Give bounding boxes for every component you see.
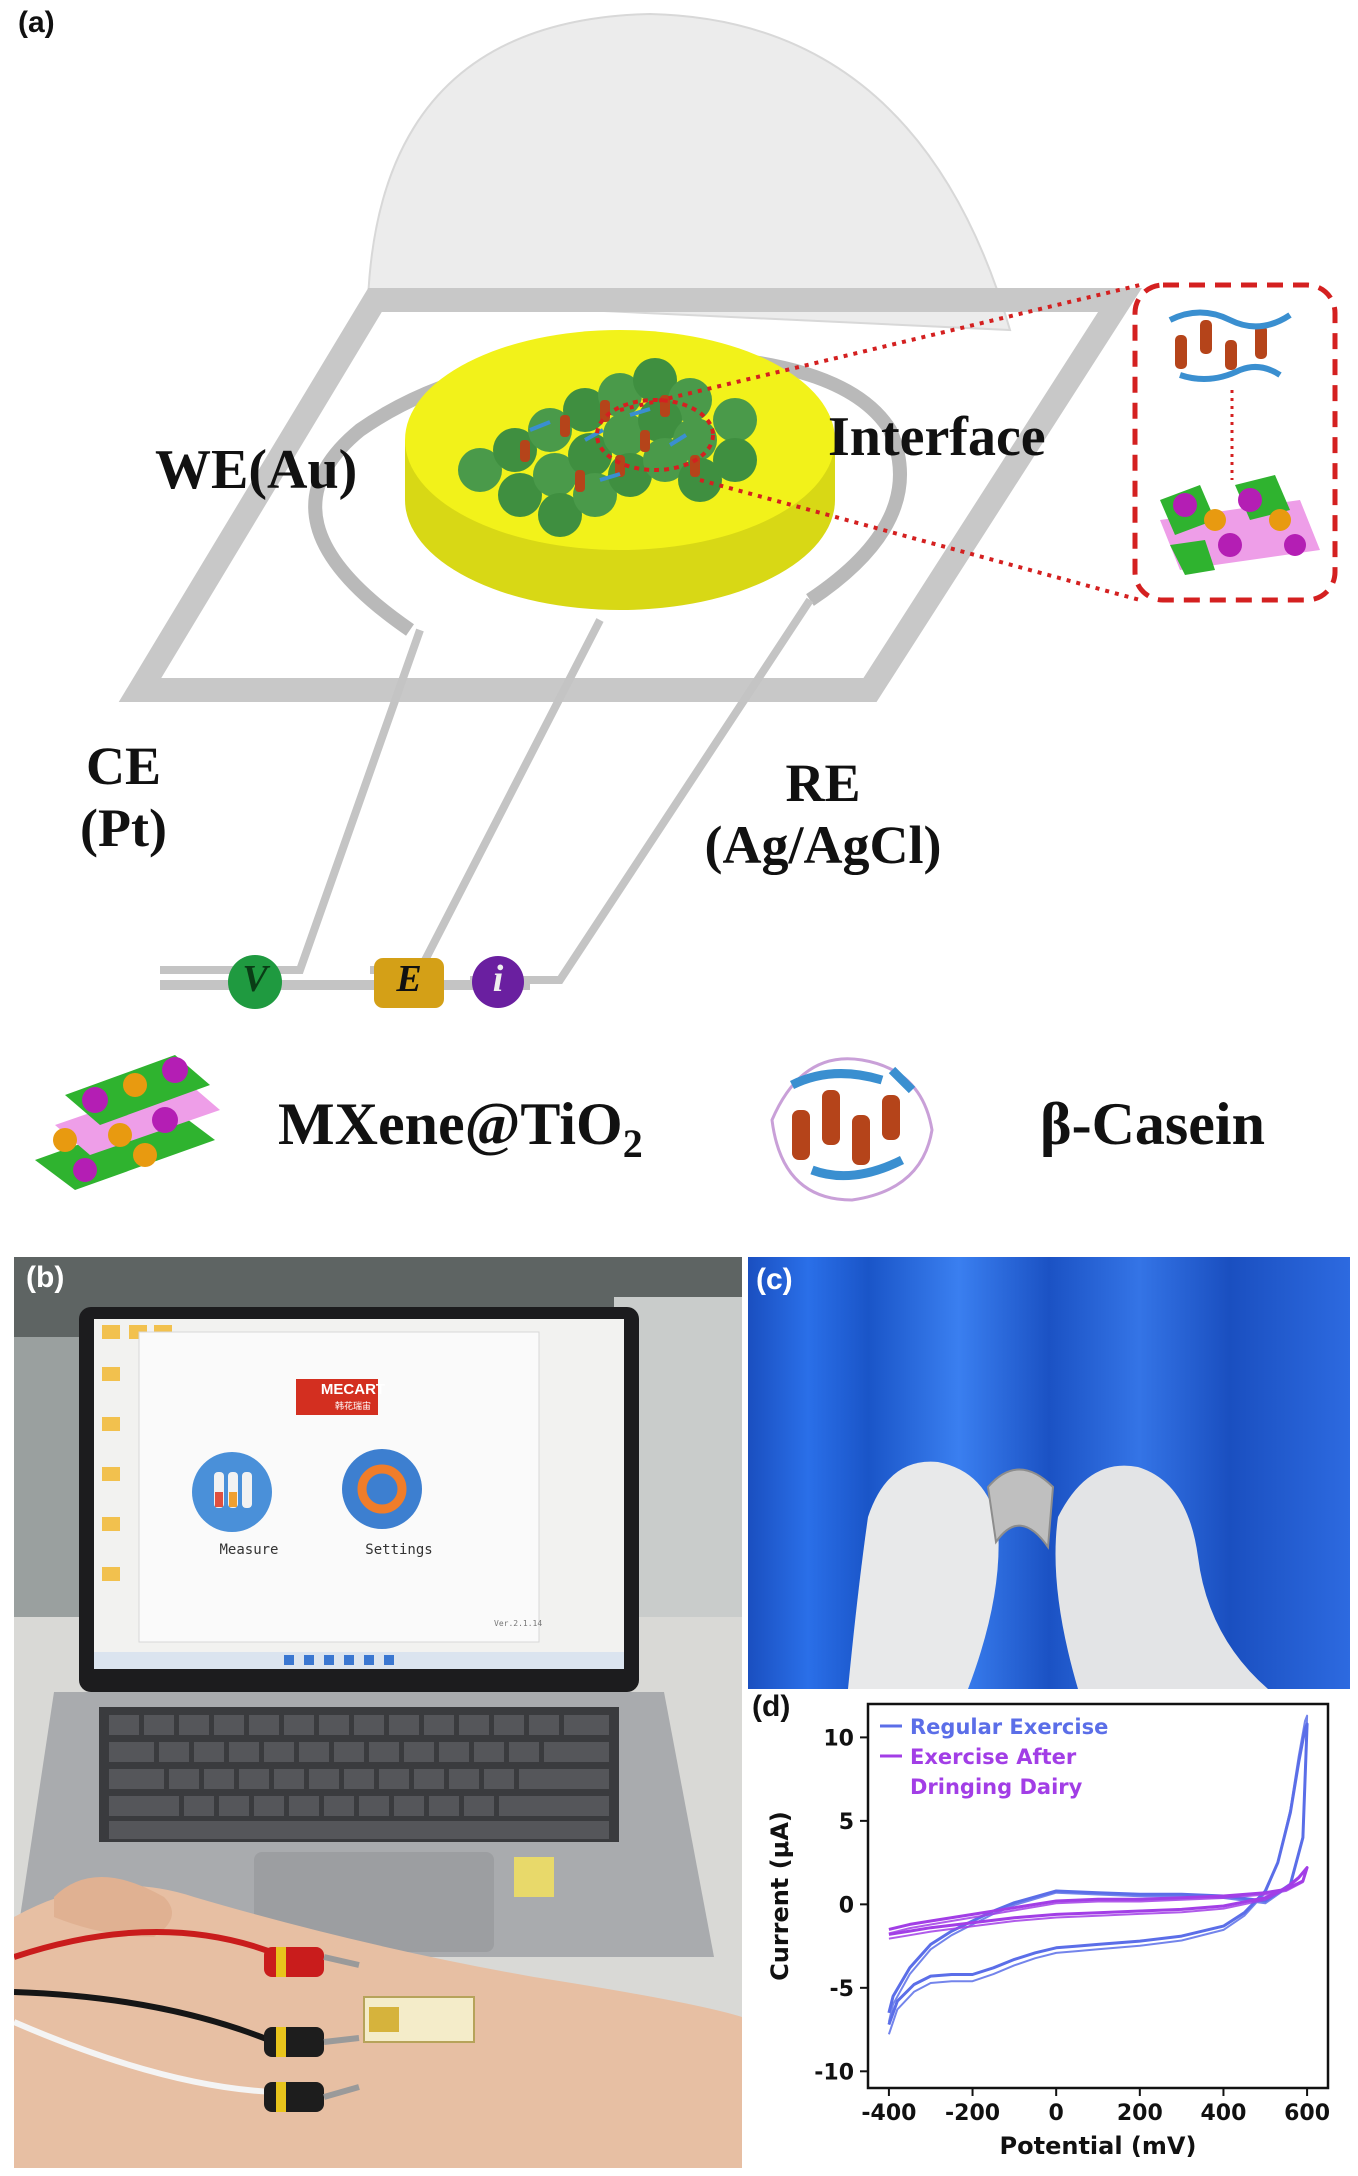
interface-zoom-box [1132, 282, 1338, 603]
x-axis-label: Potential (mV) [1000, 2132, 1197, 2160]
substrate-frame [118, 288, 1142, 702]
legend-label-cont: Dringing Dairy [910, 1775, 1083, 1799]
panel-b-label: (b) [26, 1261, 65, 1294]
casein-legend-icon [770, 1057, 934, 1202]
flexible-sensor [986, 1468, 1055, 1550]
black-wire [14, 1989, 276, 2045]
zoom-mxene [1160, 475, 1320, 575]
app-logo-subtext: 韩花瑞宙 [334, 1402, 371, 1412]
y-axis-label: Current (μA) [766, 1811, 794, 1981]
x-tick-label: -200 [945, 2101, 1000, 2126]
circuit-v-label: V [242, 958, 268, 1000]
mxene-legend-text: MXene@TiO [278, 1091, 623, 1157]
re-label: RE (Ag/AgCl) [678, 752, 968, 876]
circuit-node-v [228, 955, 282, 1009]
electrode-schematic [118, 12, 1338, 1009]
alligator-clips [264, 1947, 360, 2112]
thumb [54, 1877, 172, 1937]
series-line-regular-exercise [887, 1722, 1309, 2026]
app-settings-label: Settings [365, 1542, 433, 1558]
legend-label: Regular Exercise [910, 1715, 1108, 1739]
x-tick-label: 200 [1117, 2101, 1163, 2126]
zoom-protein [1168, 309, 1292, 382]
panel-c-photo: (c) [748, 1257, 1350, 1689]
sticker [514, 1857, 554, 1897]
mxene-legend-label: MXene@TiO2 [278, 1090, 643, 1167]
circuit-node-i [472, 956, 524, 1008]
series-line-cycle2-exercise-after-dairy [888, 1866, 1309, 1940]
circuit-i-label: i [492, 958, 504, 1000]
zoom-region [595, 398, 715, 472]
circuit-e-label: E [396, 958, 422, 1000]
panel-d-label: (d) [752, 1690, 791, 1723]
settings-icon-circle [342, 1449, 422, 1529]
panel-c-label: (c) [756, 1263, 793, 1296]
we-label: WE(Au) [155, 439, 358, 501]
panel-b-scene [14, 1257, 742, 2168]
panel-c-scene [748, 1257, 1350, 1689]
panel-b-photo: (b) MECART 韩花瑞宙 Measure Settings Ver.2.1… [14, 1257, 742, 2168]
panel-a-label: (a) [18, 6, 55, 39]
x-tick-label: 400 [1200, 2101, 1246, 2126]
droplet-dome [366, 12, 1012, 332]
y-tick-label: -5 [830, 1977, 854, 2002]
y-tick-label: -10 [814, 2060, 854, 2085]
trackpad [254, 1852, 494, 1952]
mxene-legend-icon [35, 1055, 220, 1190]
x-tick-label: 600 [1284, 2101, 1330, 2126]
app-logo-badge [296, 1379, 378, 1415]
ce-label-line1: CE [85, 736, 161, 796]
interface-label: Interface [828, 406, 1046, 468]
right-gloved-finger [1055, 1465, 1268, 1689]
x-tick-label: -400 [861, 2101, 916, 2126]
y-tick-label: 10 [823, 1726, 854, 1751]
white-wire [14, 2019, 275, 2095]
lead-ce [160, 628, 424, 974]
red-wire [14, 1929, 286, 1960]
app-version-label: Ver.2.1.14 [494, 1619, 543, 1628]
casein-legend-label: β-Casein [1040, 1091, 1265, 1157]
ce-label: CE (Pt) [80, 735, 167, 859]
x-tick-label: 0 [1049, 2101, 1064, 2126]
mxene-legend-subscript: 2 [622, 1121, 643, 1166]
re-label-line2: (Ag/AgCl) [704, 815, 942, 876]
ce-label-line2: (Pt) [80, 798, 167, 859]
circuit-node-e [374, 958, 444, 1008]
y-tick-label: 5 [839, 1810, 854, 1835]
y-tick-label: 0 [839, 1893, 854, 1918]
app-logo-text: MECART [320, 1381, 386, 1398]
app-measure-label: Measure [219, 1542, 279, 1558]
protein-ribbons [529, 407, 688, 482]
plot-frame [866, 1702, 1330, 2090]
left-gloved-finger [848, 1461, 999, 1689]
legend-label: Exercise After [910, 1745, 1077, 1769]
re-label-line1: RE [785, 753, 861, 813]
zoom-line-bottom [699, 478, 1141, 602]
